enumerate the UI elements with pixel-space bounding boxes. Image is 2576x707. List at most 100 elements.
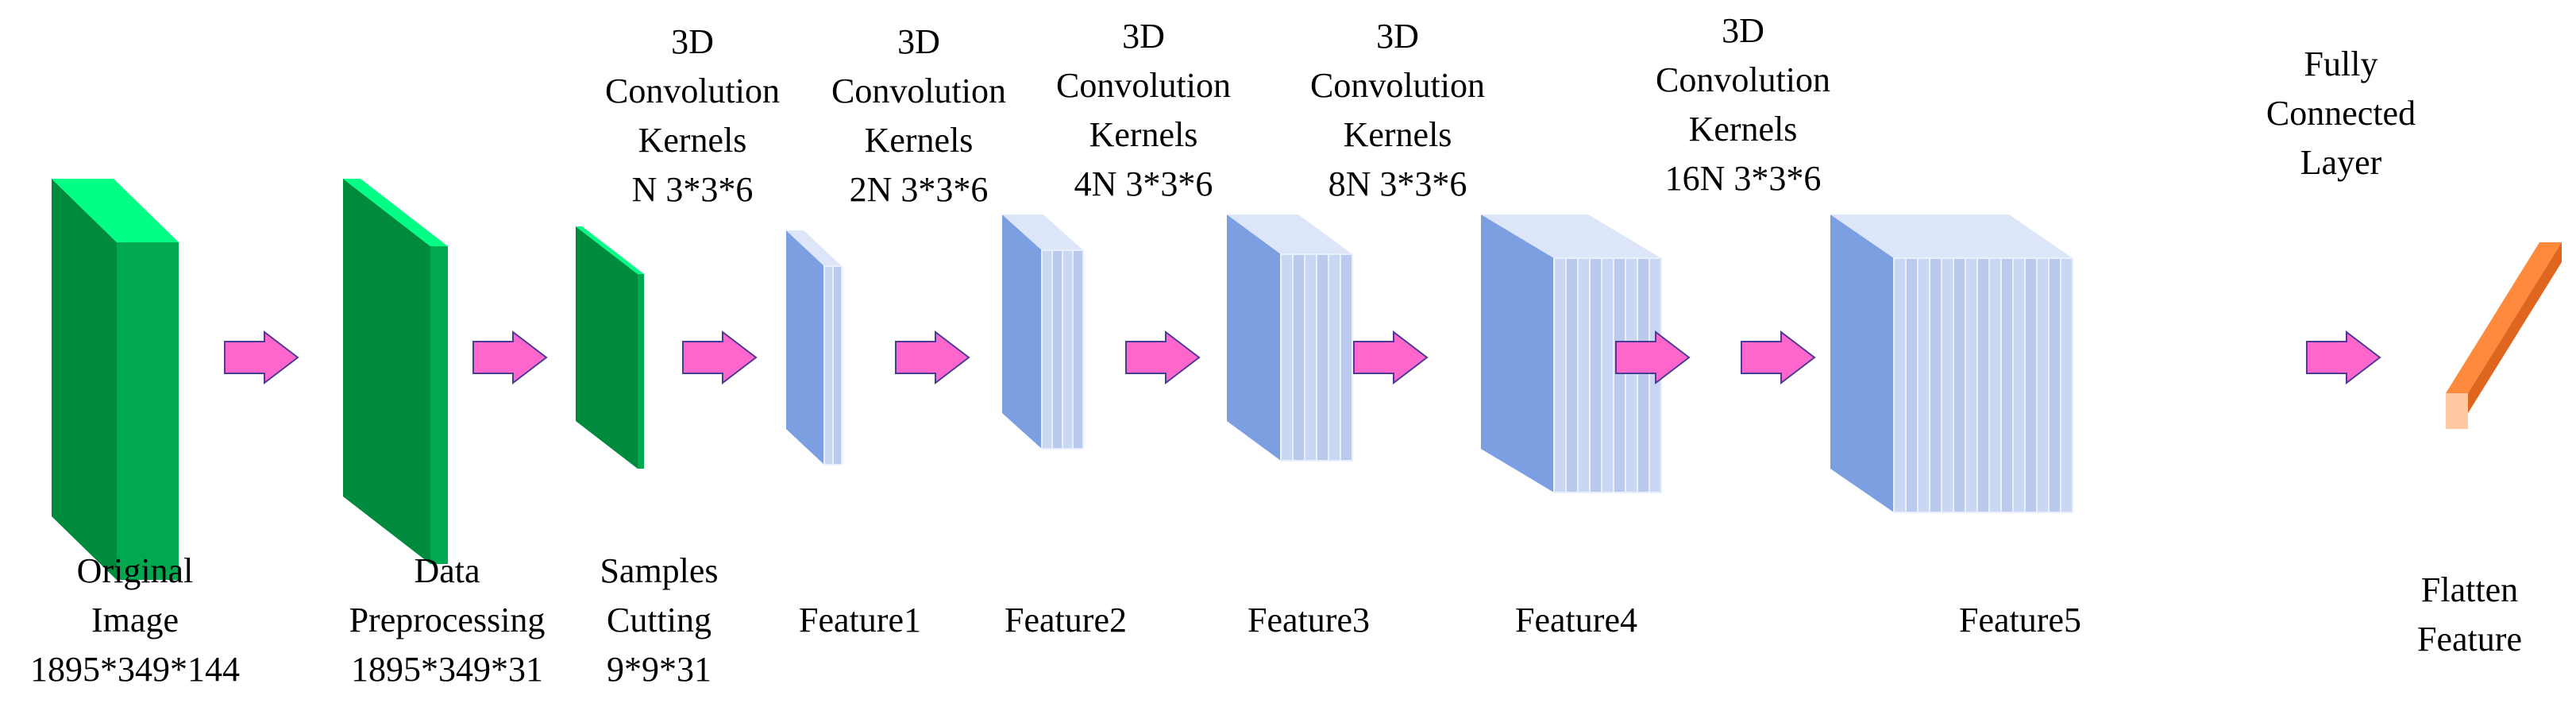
label-fully-connected-line: Layer [2300, 143, 2382, 182]
flow-arrow-9 [2306, 330, 2381, 385]
feature2-block-side-face [1002, 214, 1042, 449]
label-kernel-3-line: 3D [1122, 17, 1165, 56]
feature3-block [1227, 214, 1353, 462]
feature4-block-slice-top [1481, 214, 1566, 258]
feature3-block-slice [1304, 253, 1317, 462]
feature5-block-slice-top [1866, 214, 1942, 258]
feature5-block-slice [2048, 257, 2061, 513]
flatten-feature-bar [2446, 242, 2562, 429]
feature5-block-slice [1905, 257, 1919, 513]
original-image-block [52, 179, 179, 580]
feature2-block [1002, 214, 1084, 450]
samples-block [576, 226, 644, 469]
label-kernel-1-line: N 3*3*6 [631, 170, 754, 209]
feature4-block-slice [1553, 257, 1567, 493]
feature5-block-slice [2024, 257, 2038, 513]
label-preprocess-line: Preprocessing [349, 601, 546, 639]
feature5-block-slice [1953, 257, 1966, 513]
label-feature3: Feature3 [1248, 596, 1370, 645]
feature5-block-slice [2036, 257, 2050, 513]
feature5-block-slice-top [1854, 214, 1930, 258]
feature5-block-slice-top [1985, 214, 2061, 258]
feature5-block-slice [1941, 257, 1954, 513]
feature3-block-slice-top [1263, 214, 1328, 254]
feature5-block-slice [1929, 257, 1942, 513]
feature5-block-slice [2012, 257, 2026, 513]
feature3-block-slice-top [1286, 214, 1352, 254]
label-preprocess-line: 1895*349*31 [351, 650, 543, 689]
flow-arrow-5 [1125, 330, 1201, 385]
feature5-block-slice-top [1973, 214, 2049, 258]
preprocessed-block-side-face [343, 179, 430, 564]
samples-block-top-face [576, 226, 644, 274]
feature3-block-slice [1280, 253, 1294, 462]
feature3-block-slice [1328, 253, 1341, 462]
label-kernel-4-line: 3D [1376, 17, 1419, 56]
label-feature5-line: Feature5 [1959, 601, 2081, 639]
feature4-block [1481, 214, 1662, 493]
label-samples-line: Cutting [606, 601, 712, 639]
label-kernel-1-line: 3D [671, 22, 714, 61]
feature5-block-slice-top [1961, 214, 2037, 258]
feature5-block-slice [2060, 257, 2073, 513]
feature2-block-slice [1062, 249, 1074, 450]
feature1-block-side-face [786, 230, 824, 465]
label-fully-connected-line: Connected [2266, 94, 2416, 133]
label-kernel-5-line: Convolution [1655, 60, 1831, 99]
feature3-block-slice-top [1251, 214, 1317, 254]
feature4-block-slice [1601, 257, 1614, 493]
label-kernel-2-line: Kernels [864, 121, 974, 160]
feature5-block-slice-top [1842, 214, 1918, 258]
flatten-bar-face [2446, 242, 2562, 393]
label-kernel-2-line: 3D [897, 22, 940, 61]
feature5-block-slice-top [1902, 214, 1977, 258]
label-kernel-4-line: 8N 3*3*6 [1328, 164, 1467, 203]
feature1-block-slice [832, 265, 843, 466]
feature4-block-slice [1565, 257, 1579, 493]
label-kernel-3-line: Convolution [1055, 66, 1232, 105]
samples-block-side-face [576, 226, 638, 469]
feature4-block-slice-top [1493, 214, 1578, 258]
preprocessed-block-front-face [430, 246, 448, 564]
label-samples-line: 9*9*31 [606, 650, 711, 689]
feature4-block-slice [1577, 257, 1591, 493]
feature2-block-slice [1051, 249, 1063, 450]
feature4-block-slice [1637, 257, 1650, 493]
original-image-block-top-face [52, 179, 179, 242]
feature1-block-slice [823, 265, 834, 466]
label-kernel-5-line: 16N 3*3*6 [1664, 159, 1822, 198]
feature5-block-slice [1965, 257, 1978, 513]
label-kernel-4-line: Kernels [1343, 115, 1452, 154]
feature2-block-slice-top [1012, 214, 1062, 250]
feature1-block-slice-top [795, 230, 842, 266]
label-feature1-line: Feature1 [799, 601, 921, 639]
label-feature4: Feature4 [1515, 596, 1637, 645]
feature5-block [1830, 214, 2073, 513]
feature4-block-slice-top [1564, 214, 1649, 258]
feature2-block-slice-top [1023, 214, 1073, 250]
label-original-line: 1895*349*144 [30, 650, 240, 689]
feature5-block-slice-top [1890, 214, 1965, 258]
feature2-block-slice-top [1033, 214, 1083, 250]
feature4-block-slice-top [1576, 214, 1661, 258]
label-feature3-line: Feature3 [1248, 601, 1370, 639]
feature5-block-slice-top [1878, 214, 1953, 258]
feature5-block-slice-top [1926, 214, 2001, 258]
samples-block-front-face [638, 274, 644, 469]
preprocessed-block-top-face [343, 179, 448, 246]
label-fully-connected-line: Fully [2304, 44, 2378, 83]
flatten-bar-side [2468, 242, 2562, 413]
feature3-block-slice-top [1227, 214, 1293, 254]
feature4-block-slice [1589, 257, 1602, 493]
original-image-block-front-face [117, 242, 179, 580]
label-samples-line: Samples [600, 551, 719, 590]
label-feature5: Feature5 [1959, 596, 2081, 645]
label-kernel-3-line: Kernels [1089, 115, 1198, 154]
feature5-block-slice [2000, 257, 2014, 513]
